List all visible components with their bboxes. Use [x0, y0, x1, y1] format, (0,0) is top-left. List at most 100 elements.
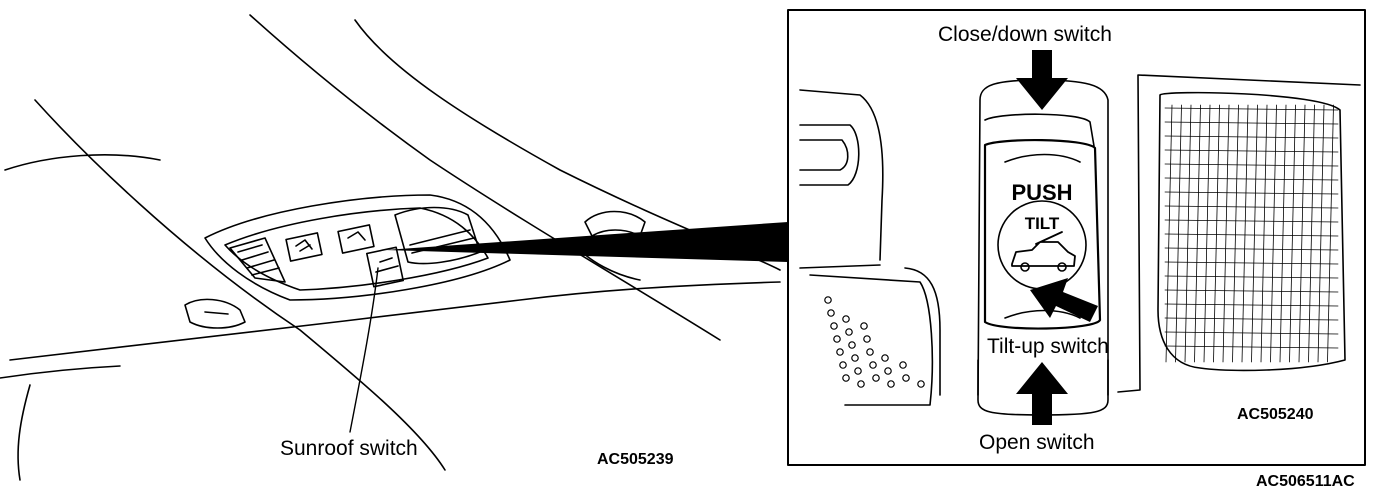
- lens-grid-line: [1175, 104, 1182, 363]
- lens-grid-line: [1241, 104, 1249, 363]
- lens-grid-line: [1164, 191, 1339, 195]
- lens-dot: [884, 367, 892, 375]
- trim-line: [4, 154, 161, 171]
- close-down-arrow: [1016, 50, 1068, 110]
- grid-lens: [1164, 104, 1339, 363]
- switch-recess: [984, 113, 1095, 147]
- car-wheel-icon: [1020, 262, 1030, 272]
- lens-grid-line: [1308, 104, 1315, 363]
- lens-dot: [917, 380, 925, 388]
- lens-dot: [827, 309, 835, 317]
- lens-grid-line: [1164, 135, 1339, 139]
- lens-grid-line: [1251, 104, 1258, 363]
- console-sunroof-switch: [365, 246, 405, 288]
- lens-dot: [854, 367, 862, 375]
- headliner-edge: [34, 99, 446, 471]
- lens-dot: [857, 380, 865, 388]
- left-view-code: AC505239: [597, 451, 674, 468]
- lens-grid-line: [1213, 104, 1220, 363]
- lens-grid-line: [1222, 104, 1230, 363]
- tilt-text: TILT: [1025, 214, 1060, 233]
- lens-dot: [833, 335, 841, 343]
- lens-lines: [237, 244, 280, 276]
- grab-handle: [584, 210, 646, 237]
- map-lamp-right: [394, 206, 481, 265]
- lens-grid-line: [1270, 104, 1277, 363]
- lens-grid-line: [1164, 149, 1339, 153]
- lens-dot: [881, 354, 889, 362]
- trim-line: [0, 365, 121, 379]
- lens-grid-line: [1164, 121, 1339, 125]
- lens-dot: [869, 361, 877, 369]
- tilt-up-switch-label: Tilt-up switch: [987, 335, 1109, 358]
- lens-dot: [848, 341, 856, 349]
- console-button-symbol: [295, 239, 313, 252]
- lens-dot: [842, 374, 850, 382]
- dotted-lens: [824, 296, 925, 388]
- switch-bottom-ridge: [1004, 309, 1081, 319]
- lens-dot: [845, 328, 853, 336]
- trim-line: [9, 281, 781, 361]
- switch-bezel: [977, 79, 1109, 416]
- detail-view-code: AC505240: [1237, 406, 1314, 423]
- detail-view: [799, 74, 1361, 416]
- car-sunroof-tilt-icon: [1011, 231, 1076, 267]
- open-arrow: [1016, 362, 1068, 425]
- lens-dot: [872, 374, 880, 382]
- lens-grid-line: [1164, 275, 1339, 279]
- open-switch-label: Open switch: [979, 431, 1095, 454]
- lamp-housing-left: [799, 89, 884, 269]
- lens-grid-line: [1194, 104, 1201, 363]
- lens-dot: [887, 380, 895, 388]
- lamp-housing-right: [1117, 74, 1361, 393]
- lens-grid-line: [1164, 331, 1339, 335]
- visor-clip: [204, 311, 229, 315]
- console-button: [285, 232, 323, 262]
- lens-grid-line: [1164, 247, 1339, 251]
- zoom-wedge: [385, 222, 788, 262]
- sunroof-switch-label: Sunroof switch: [280, 437, 418, 460]
- lens-grid-line: [1164, 107, 1339, 111]
- console-button-symbol: [347, 231, 366, 241]
- lens-dot: [842, 315, 850, 323]
- push-text: PUSH: [1011, 180, 1072, 205]
- figure-code: AC506511AC: [1256, 473, 1355, 490]
- lens-grid-line: [1164, 219, 1339, 223]
- lamp-housing-right: [1157, 91, 1346, 372]
- lens-grid-line: [1164, 261, 1339, 265]
- lens-grid-line: [1164, 289, 1339, 293]
- lens-grid-line: [1232, 104, 1239, 363]
- console-bezel: [224, 207, 489, 291]
- trim-line: [17, 384, 31, 481]
- lens-grid-line: [1164, 317, 1339, 321]
- switch-lower-bezel: [977, 359, 1109, 396]
- lens-grid-line: [1164, 345, 1339, 349]
- lens-dot: [866, 348, 874, 356]
- lamp-housing-left: [904, 267, 941, 396]
- lens-dot: [863, 335, 871, 343]
- lens-grid-line: [1317, 104, 1325, 363]
- lens-dot: [824, 296, 832, 304]
- lens-dot: [830, 322, 838, 330]
- console-sunroof-switch-mark: [375, 257, 399, 273]
- lens-dot: [851, 354, 859, 362]
- lens-grid-line: [1164, 177, 1339, 181]
- lens-dot: [860, 322, 868, 330]
- lens-grid-line: [1289, 104, 1296, 363]
- map-lamp-left: [229, 237, 286, 283]
- lens-grid-line: [1165, 104, 1173, 363]
- lamp-housing-left: [799, 124, 860, 186]
- switch-top-ridge: [1004, 153, 1081, 163]
- lens-grid-line: [1164, 303, 1339, 307]
- lens-grid-line: [1298, 104, 1306, 363]
- close-down-switch-label: Close/down switch: [938, 23, 1112, 46]
- lens-grid-line: [1279, 104, 1287, 363]
- lamp-housing-left: [809, 274, 934, 406]
- lens-grid-line: [1327, 104, 1334, 363]
- car-wheel-icon: [1057, 262, 1067, 272]
- console-button: [337, 224, 375, 254]
- visor-clip: [184, 298, 246, 329]
- overhead-console-view: [0, 14, 781, 481]
- lens-grid-line: [1164, 233, 1339, 237]
